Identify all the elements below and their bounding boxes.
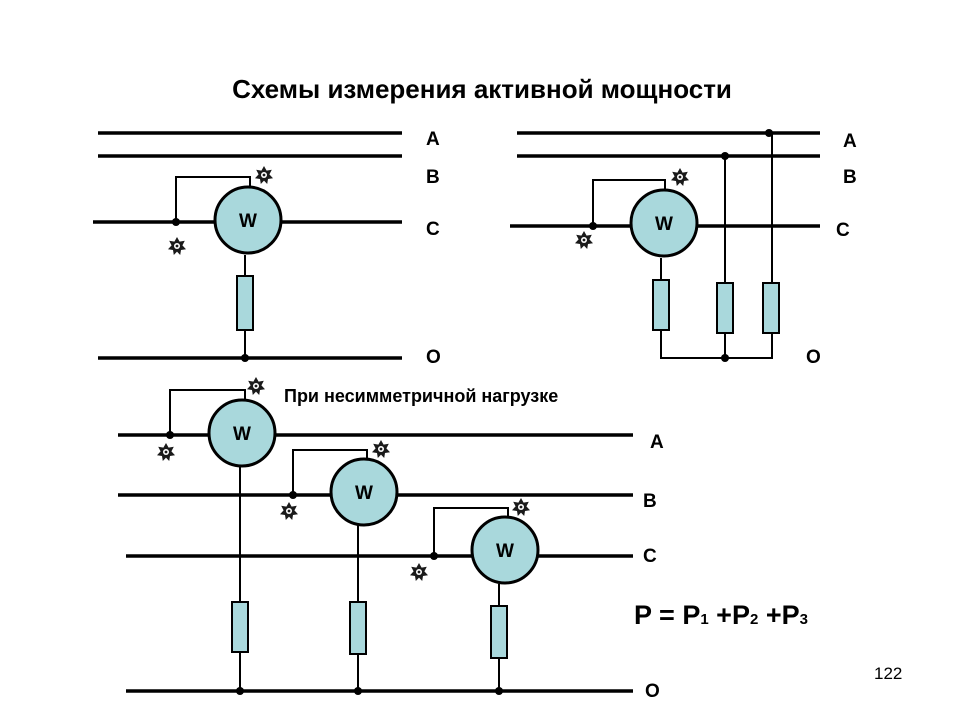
generator-star-icon xyxy=(410,563,428,581)
phase-label-a: A xyxy=(843,131,857,152)
junction-dot xyxy=(354,687,362,695)
wattmeter-label: W xyxy=(239,211,257,232)
neutral-label: O xyxy=(426,347,441,368)
formula-part: P xyxy=(682,600,700,630)
generator-star-icon xyxy=(247,377,265,395)
diagram-symmetric-load: W A B C O xyxy=(510,129,857,368)
generator-star-icon xyxy=(671,168,689,186)
voltage-lead xyxy=(175,176,251,222)
load-resistor xyxy=(236,275,254,331)
voltage-lead xyxy=(592,179,666,226)
neutral-label: O xyxy=(645,681,660,702)
diagram-caption: При несимметричной нагрузке xyxy=(284,386,558,406)
formula-part: P xyxy=(732,600,750,630)
load-resistor-2 xyxy=(349,601,367,655)
voltage-lead-3 xyxy=(433,507,509,556)
phase-label-c: C xyxy=(836,220,850,241)
voltage-lead-1 xyxy=(169,389,246,435)
formula-subscript: 1 xyxy=(700,611,708,628)
phase-label-a: A xyxy=(650,432,664,453)
phase-label-b: B xyxy=(643,491,657,512)
wattmeter xyxy=(629,188,699,258)
wattmeter xyxy=(213,185,283,255)
junction-dot xyxy=(289,491,297,499)
generator-star-icon xyxy=(157,443,175,461)
phase-label-c: C xyxy=(643,546,657,567)
phase-label-a: A xyxy=(426,129,440,150)
load-resistor xyxy=(652,279,670,331)
formula-part: + xyxy=(758,600,781,630)
page-number: 122 xyxy=(874,664,902,683)
generator-star-icon xyxy=(280,502,298,520)
voltage-lead-2 xyxy=(292,449,368,495)
load-resistor-1 xyxy=(231,601,249,653)
formula-part: + xyxy=(709,600,732,630)
wattmeter-label: W xyxy=(355,483,373,504)
diagram-single-phase: W A B C O xyxy=(93,129,441,368)
generator-star-icon xyxy=(575,231,593,249)
junction-dot xyxy=(721,354,729,362)
junction-dot xyxy=(241,354,249,362)
slide-title: Схемы измерения активной мощности xyxy=(232,74,732,104)
formula-part: P xyxy=(782,600,800,630)
power-sum-formula: P = P1 +P2 +P3 xyxy=(634,600,808,630)
junction-dot xyxy=(589,222,597,230)
phase-label-b: B xyxy=(843,167,857,188)
generator-star-icon xyxy=(372,440,390,458)
wattmeter-3 xyxy=(470,515,540,585)
wattmeter-label: W xyxy=(496,541,514,562)
junction-dot xyxy=(166,431,174,439)
neutral-label: O xyxy=(806,347,821,368)
generator-star-icon xyxy=(168,237,186,255)
generator-star-icon xyxy=(255,166,273,184)
load-resistor xyxy=(762,282,780,334)
junction-dot xyxy=(765,129,773,137)
wattmeter-2 xyxy=(329,457,399,527)
junction-dot xyxy=(236,687,244,695)
generator-star-icon xyxy=(512,498,530,516)
wattmeter-label: W xyxy=(655,214,673,235)
junction-dot xyxy=(721,152,729,160)
junction-dot xyxy=(172,218,180,226)
wattmeter-1 xyxy=(207,398,277,468)
formula-part: = xyxy=(652,600,683,630)
load-resistor xyxy=(716,282,734,334)
junction-dot xyxy=(430,552,438,560)
load-resistor-3 xyxy=(490,605,508,659)
phase-label-b: B xyxy=(426,167,440,188)
phase-label-c: C xyxy=(426,219,440,240)
wattmeter-label: W xyxy=(233,424,251,445)
formula-subscript: 2 xyxy=(750,611,758,628)
formula-subscript: 3 xyxy=(800,611,808,628)
formula-part: P xyxy=(634,600,652,630)
diagram-asymmetric-load: При несимметричной нагрузке W W W xyxy=(118,377,808,702)
junction-dot xyxy=(495,687,503,695)
